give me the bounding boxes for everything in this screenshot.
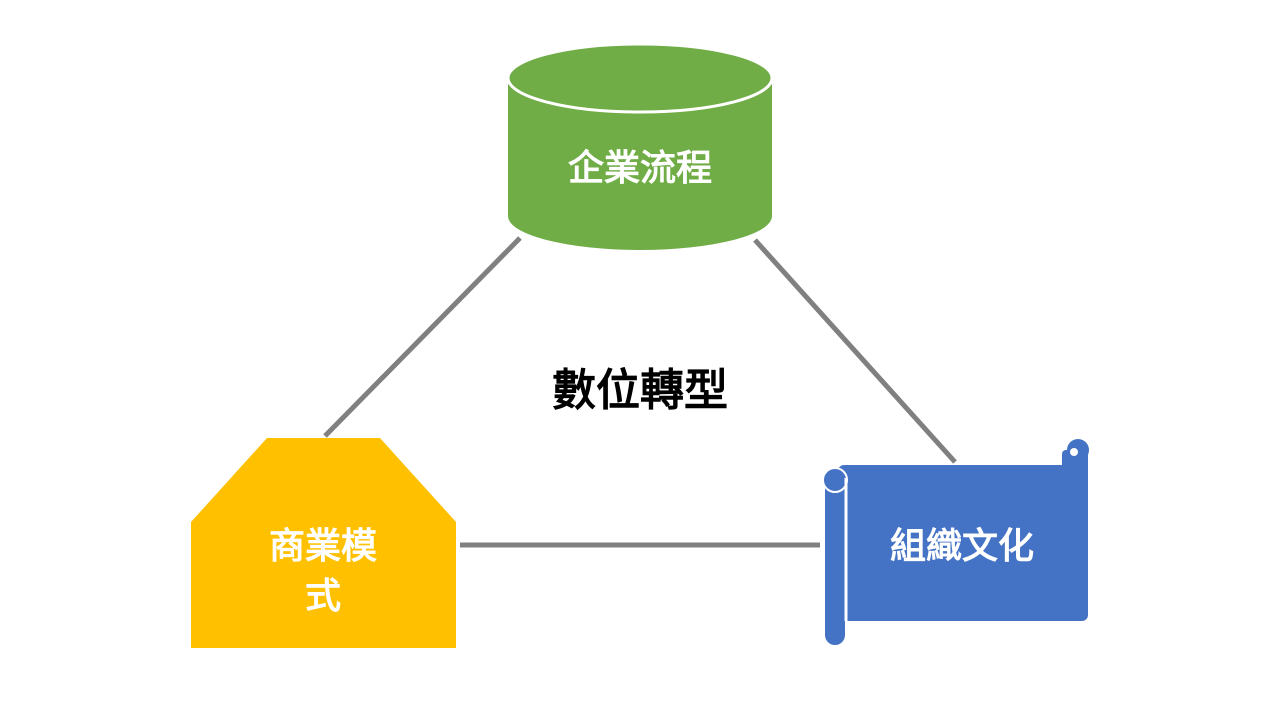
business-model-label-line2: 式 bbox=[305, 576, 341, 617]
scroll-top-curl-inner bbox=[1070, 448, 1078, 456]
scroll-left-curl bbox=[822, 467, 848, 493]
business-model-node: 商業模 式 bbox=[191, 438, 456, 648]
scroll-body bbox=[838, 465, 1088, 621]
process-node: 企業流程 bbox=[506, 42, 774, 250]
culture-node: 組織文化 bbox=[822, 439, 1089, 647]
connector-process-culture bbox=[753, 238, 957, 464]
scroll-top-curl bbox=[1067, 439, 1089, 461]
connector-process-business-model bbox=[323, 236, 522, 438]
process-label: 企業流程 bbox=[568, 147, 712, 189]
cylinder-top bbox=[506, 42, 774, 114]
center-title: 數位轉型 bbox=[552, 365, 728, 416]
connectors bbox=[323, 236, 957, 548]
pentagon-shape bbox=[191, 438, 456, 648]
business-model-label-line1: 商業模 bbox=[269, 526, 377, 567]
scroll-left-roll bbox=[823, 477, 847, 647]
culture-label: 組織文化 bbox=[890, 526, 1034, 567]
